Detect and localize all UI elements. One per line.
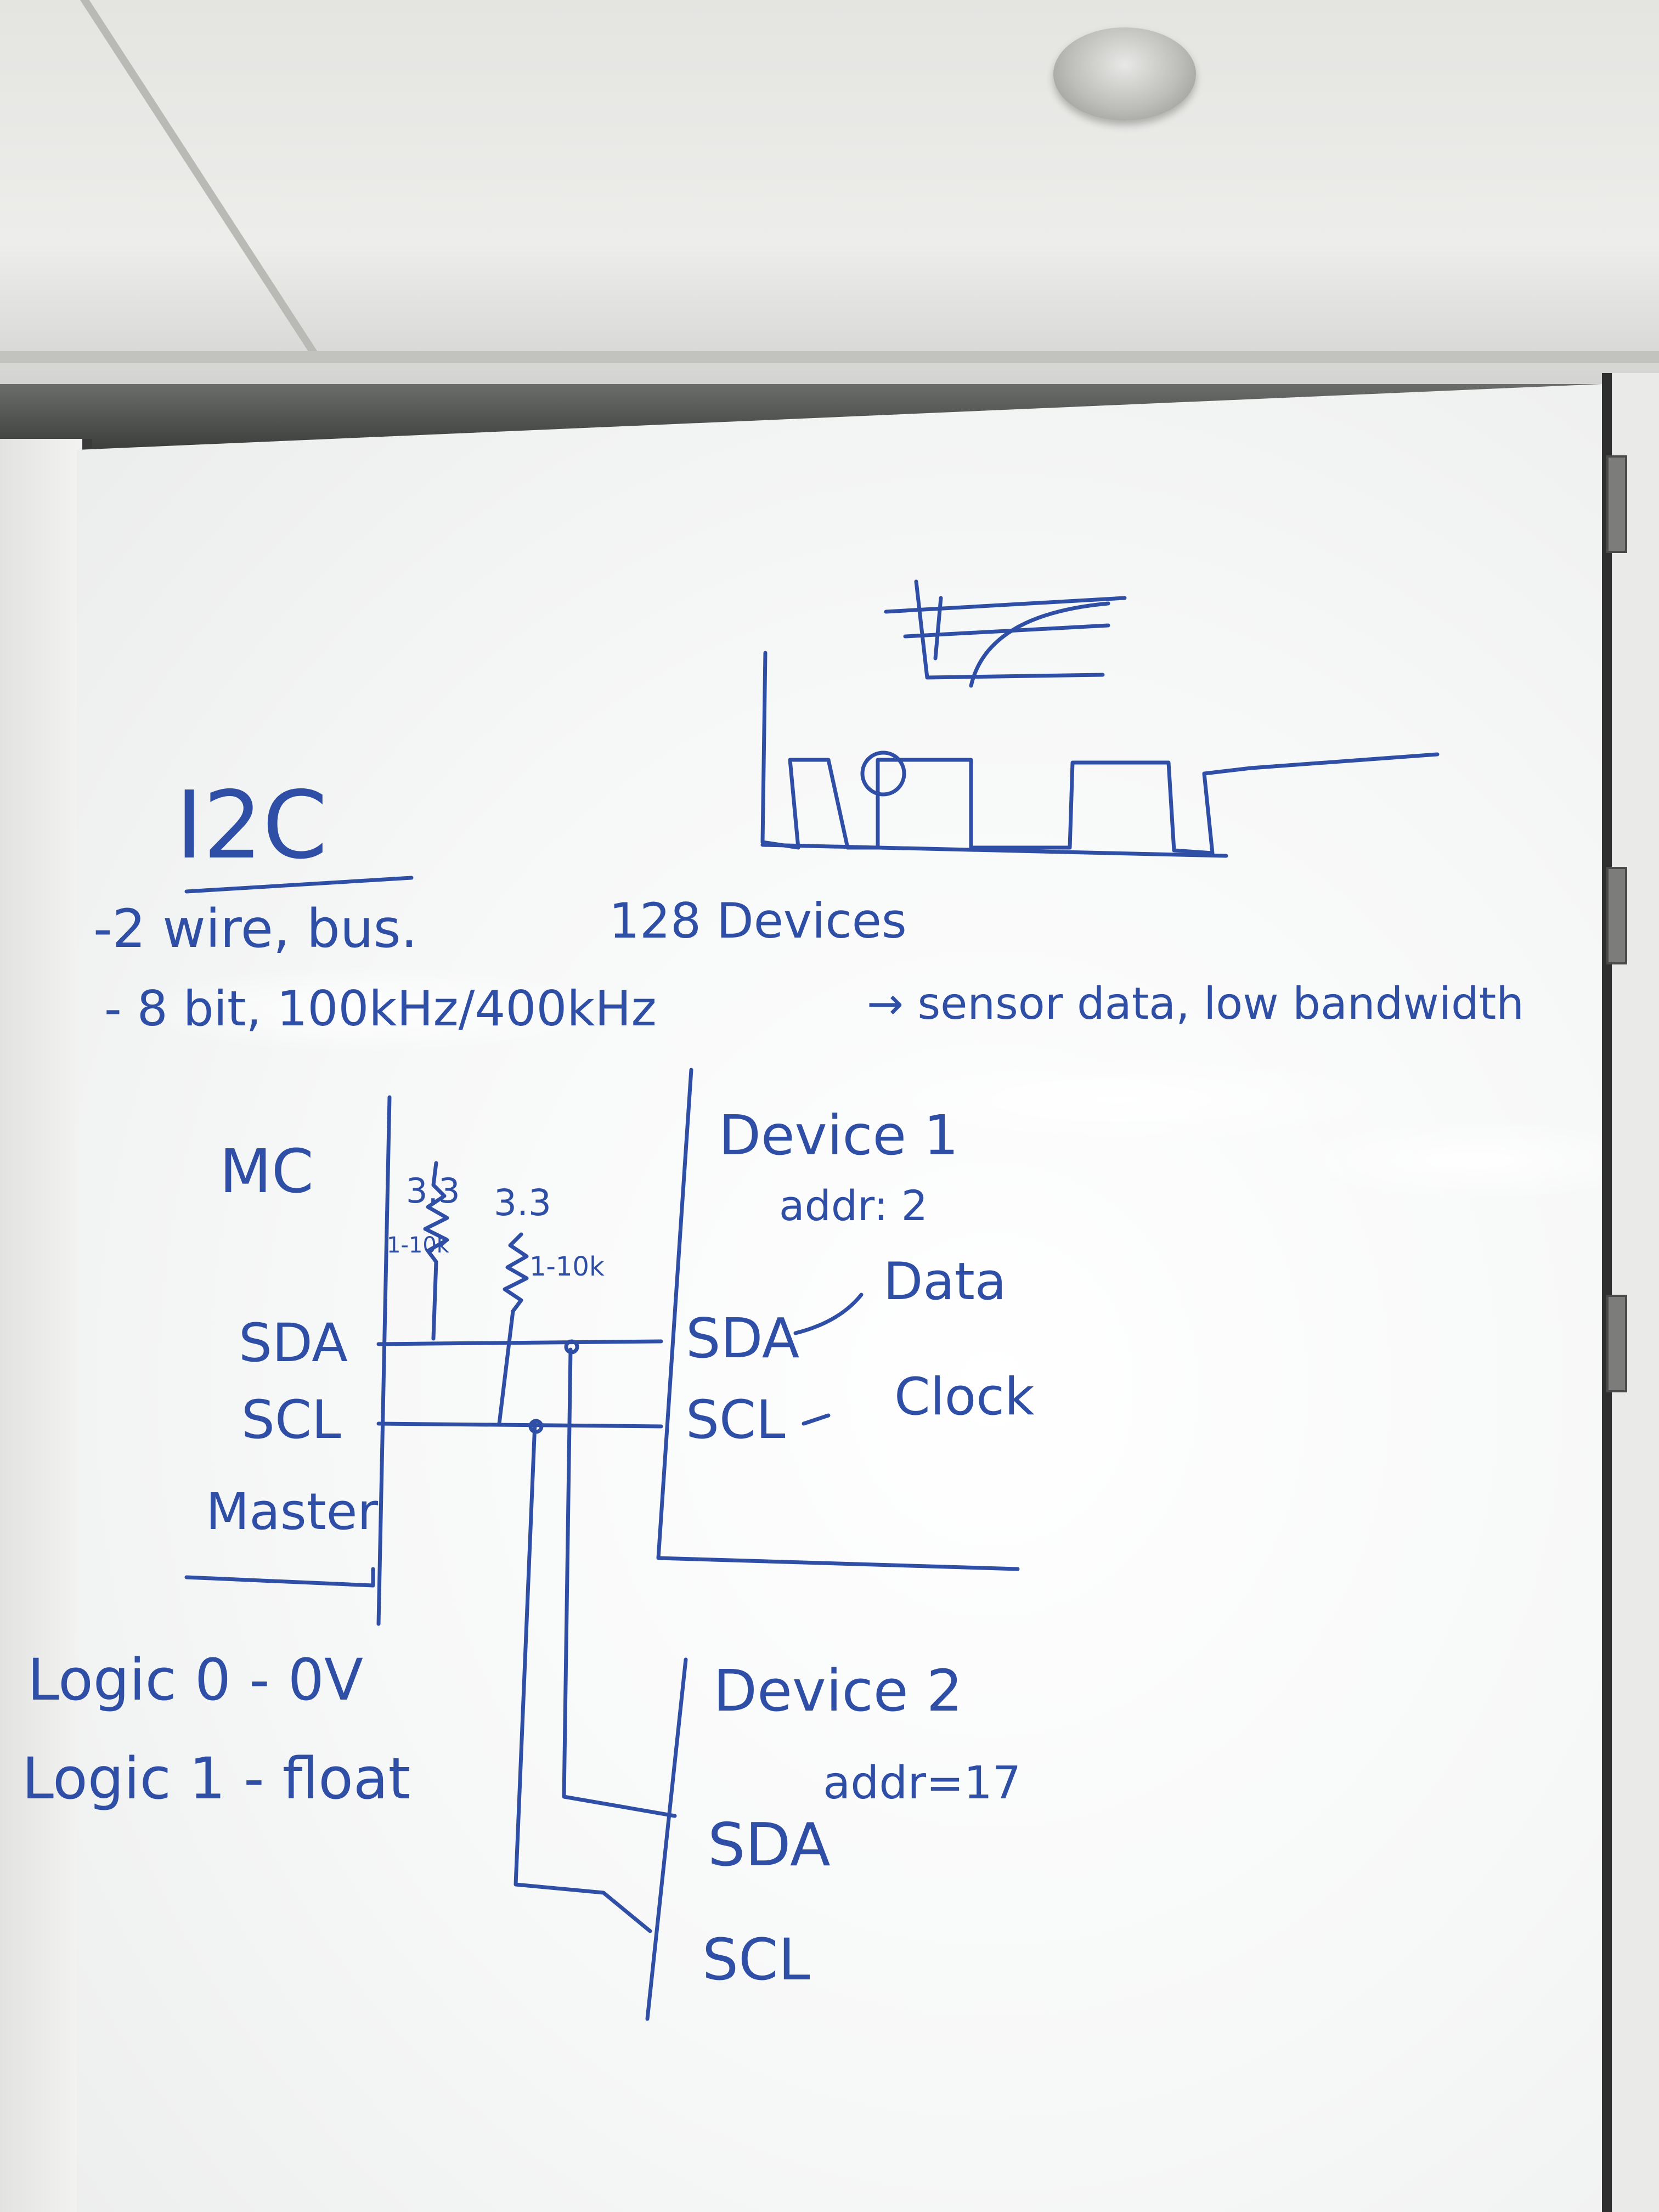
device1-scl-label: SCL xyxy=(686,1389,786,1451)
resistor-label: 1-10k xyxy=(387,1233,449,1258)
scl-bus-line xyxy=(376,1421,663,1429)
voltage-label: 3.3 xyxy=(406,1171,460,1211)
logic-one-note: Logic 1 - float xyxy=(22,1745,411,1812)
right-board-panel xyxy=(1602,373,1659,2212)
clock-waveform xyxy=(760,651,1440,855)
data-label: Data xyxy=(883,1252,1007,1312)
clock-label: Clock xyxy=(894,1367,1035,1427)
title-underline xyxy=(184,876,414,894)
master-label: Master xyxy=(206,1482,379,1541)
sda-label: SDA xyxy=(239,1312,348,1374)
ceiling-tile-seam xyxy=(0,351,1659,363)
logic-zero-note: Logic 0 - 0V xyxy=(27,1646,364,1713)
master-underline xyxy=(184,1567,375,1588)
device1-block xyxy=(656,1068,1020,1571)
hinge xyxy=(1606,867,1627,964)
device2-sda-wire xyxy=(562,1347,677,1818)
waveform-circle-mark xyxy=(860,751,906,797)
clock-leader xyxy=(802,1413,831,1426)
device1-addr: addr: 2 xyxy=(779,1181,928,1230)
note-line: -2 wire, bus. xyxy=(93,898,418,960)
device2-addr: addr=17 xyxy=(823,1757,1022,1809)
ceiling-light xyxy=(1053,27,1196,121)
note-devices: 128 Devices xyxy=(609,893,907,949)
device2-name: Device 2 xyxy=(713,1657,963,1724)
scl-label: SCL xyxy=(241,1389,341,1451)
note-line: → sensor data, low bandwidth xyxy=(867,978,1524,1029)
light-glare xyxy=(121,966,614,1053)
note-line: - 8 bit, 100kHz/400kHz xyxy=(104,980,657,1037)
device1-sda-label: SDA xyxy=(686,1306,800,1370)
device2-scl-label: SCL xyxy=(702,1926,810,1993)
light-glare xyxy=(1284,1119,1602,1201)
data-leader xyxy=(793,1293,864,1335)
resistor-label: 1-10k xyxy=(529,1251,605,1282)
mc-label: MC xyxy=(219,1136,314,1206)
sda-bus-line xyxy=(376,1339,663,1346)
scl-junction xyxy=(528,1419,544,1434)
whiteboard xyxy=(77,384,1602,2212)
light-glare xyxy=(845,1053,1393,1147)
voltage-label: 3.3 xyxy=(494,1182,551,1224)
ceiling xyxy=(0,0,1659,406)
sda-junction xyxy=(564,1339,579,1355)
hinge xyxy=(1606,455,1627,553)
device1-name: Device 1 xyxy=(719,1103,959,1167)
scl-pullup-resistor xyxy=(497,1232,529,1426)
device2-block-edge xyxy=(645,1657,688,2021)
device2-scl-wire xyxy=(514,1421,652,1933)
waveform-baseline xyxy=(760,843,1228,858)
risetime-grid xyxy=(884,579,1127,680)
sda-pullup-resistor xyxy=(423,1161,449,1341)
master-block-edge xyxy=(376,1095,392,1626)
risetime-curve xyxy=(969,601,1110,688)
hinge xyxy=(1606,1295,1627,1392)
device2-sda-label: SDA xyxy=(708,1811,831,1880)
page-title: I2C xyxy=(176,771,328,880)
